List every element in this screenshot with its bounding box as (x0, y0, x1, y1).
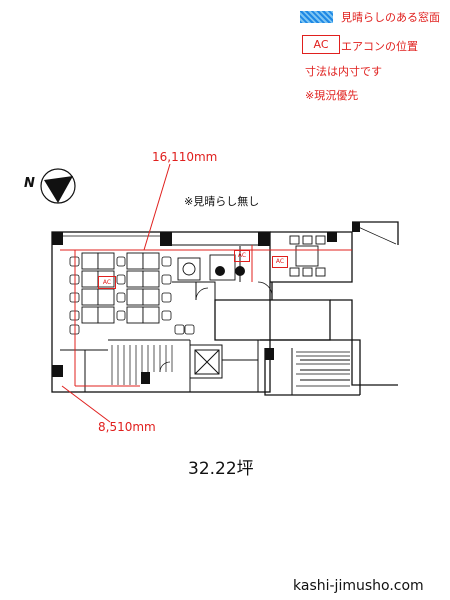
compass-letter: N (24, 176, 35, 191)
site-name: kashi-jimusho.com (293, 578, 424, 594)
depth-dimension: 8,510mm (98, 420, 156, 434)
ac-marker: AC (234, 250, 250, 262)
ac-marker: AC (98, 276, 116, 289)
view-window-legend-label: 見晴らしのある窓面 (341, 11, 440, 24)
width-dimension: 16,110mm (152, 150, 218, 164)
north-arrow-icon (40, 168, 76, 204)
ac-legend-box: AC (302, 35, 340, 54)
view-window-swatch (300, 11, 333, 23)
priority-note: ※現況優先 (305, 89, 359, 102)
ac-legend-label: エアコンの位置 (341, 40, 418, 53)
no-view-note: ※見晴らし無し (184, 195, 260, 208)
floor-area: 32.22坪 (188, 459, 254, 479)
dimensions-note: 寸法は内寸です (305, 65, 382, 78)
ac-marker: AC (272, 256, 288, 268)
